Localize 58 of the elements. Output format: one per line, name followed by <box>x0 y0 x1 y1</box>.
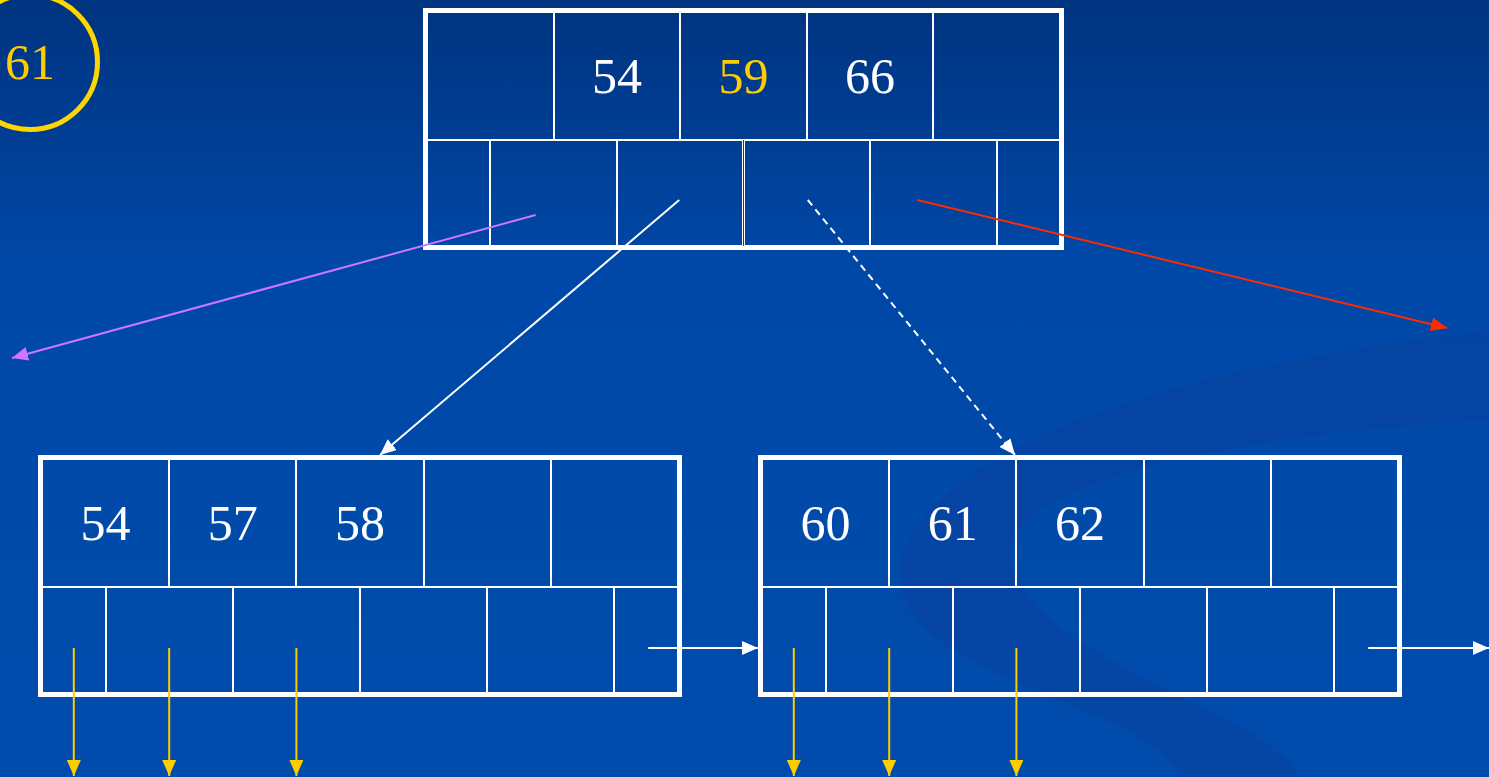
arrow <box>289 647 304 777</box>
pointer-cell <box>427 140 491 246</box>
arrow <box>11 214 537 361</box>
key-value: 59 <box>718 51 769 101</box>
key-cell <box>42 459 170 587</box>
arrow <box>786 647 801 777</box>
pointer-cell <box>1080 587 1208 693</box>
key-value: 60 <box>800 498 851 548</box>
key-cell <box>933 12 1060 140</box>
pointer-cell <box>105 587 233 693</box>
arrow <box>1009 647 1024 777</box>
pointer-cell <box>490 140 617 246</box>
pointer-cell <box>952 587 1080 693</box>
pointer-cell <box>360 587 488 693</box>
pointer-cell <box>232 587 360 693</box>
pointer-cell <box>1207 587 1335 693</box>
key-cell <box>680 12 807 140</box>
key-value: 61 <box>927 498 978 548</box>
pointer-cell <box>743 140 871 246</box>
key-value: 54 <box>591 51 642 101</box>
pointer-cell <box>614 587 678 693</box>
pointer-cell <box>825 587 953 693</box>
key-value: 61 <box>5 37 55 87</box>
key-cell <box>423 459 551 587</box>
tree-node-box <box>423 8 1064 250</box>
key-cell <box>889 459 1017 587</box>
key-cell <box>550 459 678 587</box>
key-cell <box>806 12 934 140</box>
key-value: 66 <box>845 51 896 101</box>
key-cell <box>1270 459 1398 587</box>
key-cell <box>1016 459 1144 587</box>
pointer-cell <box>870 140 997 246</box>
pointer-cell <box>487 587 615 693</box>
pointer-cell <box>1334 587 1398 693</box>
arrow <box>916 199 1448 332</box>
arrow <box>379 199 681 456</box>
pointer-cell <box>762 587 826 693</box>
key-cell <box>1143 459 1271 587</box>
pointer-cell <box>996 140 1060 246</box>
key-value: 57 <box>207 498 258 548</box>
arrow <box>66 647 81 777</box>
pointer-cell <box>616 140 744 246</box>
key-cell <box>296 459 424 587</box>
tree-node-box <box>38 455 682 697</box>
arrow <box>806 199 1016 456</box>
arrow <box>647 641 759 655</box>
pointer-cell <box>42 587 106 693</box>
key-cell <box>762 459 890 587</box>
key-cell <box>169 459 297 587</box>
key-value: 62 <box>1055 498 1105 548</box>
arrow <box>162 647 177 777</box>
tree-node-box <box>758 455 1402 697</box>
arrow <box>882 647 897 777</box>
key-value: 54 <box>80 498 131 548</box>
key-cell <box>553 12 681 140</box>
arrow <box>1367 641 1489 655</box>
key-cell <box>427 12 554 140</box>
key-value: 58 <box>335 498 385 548</box>
